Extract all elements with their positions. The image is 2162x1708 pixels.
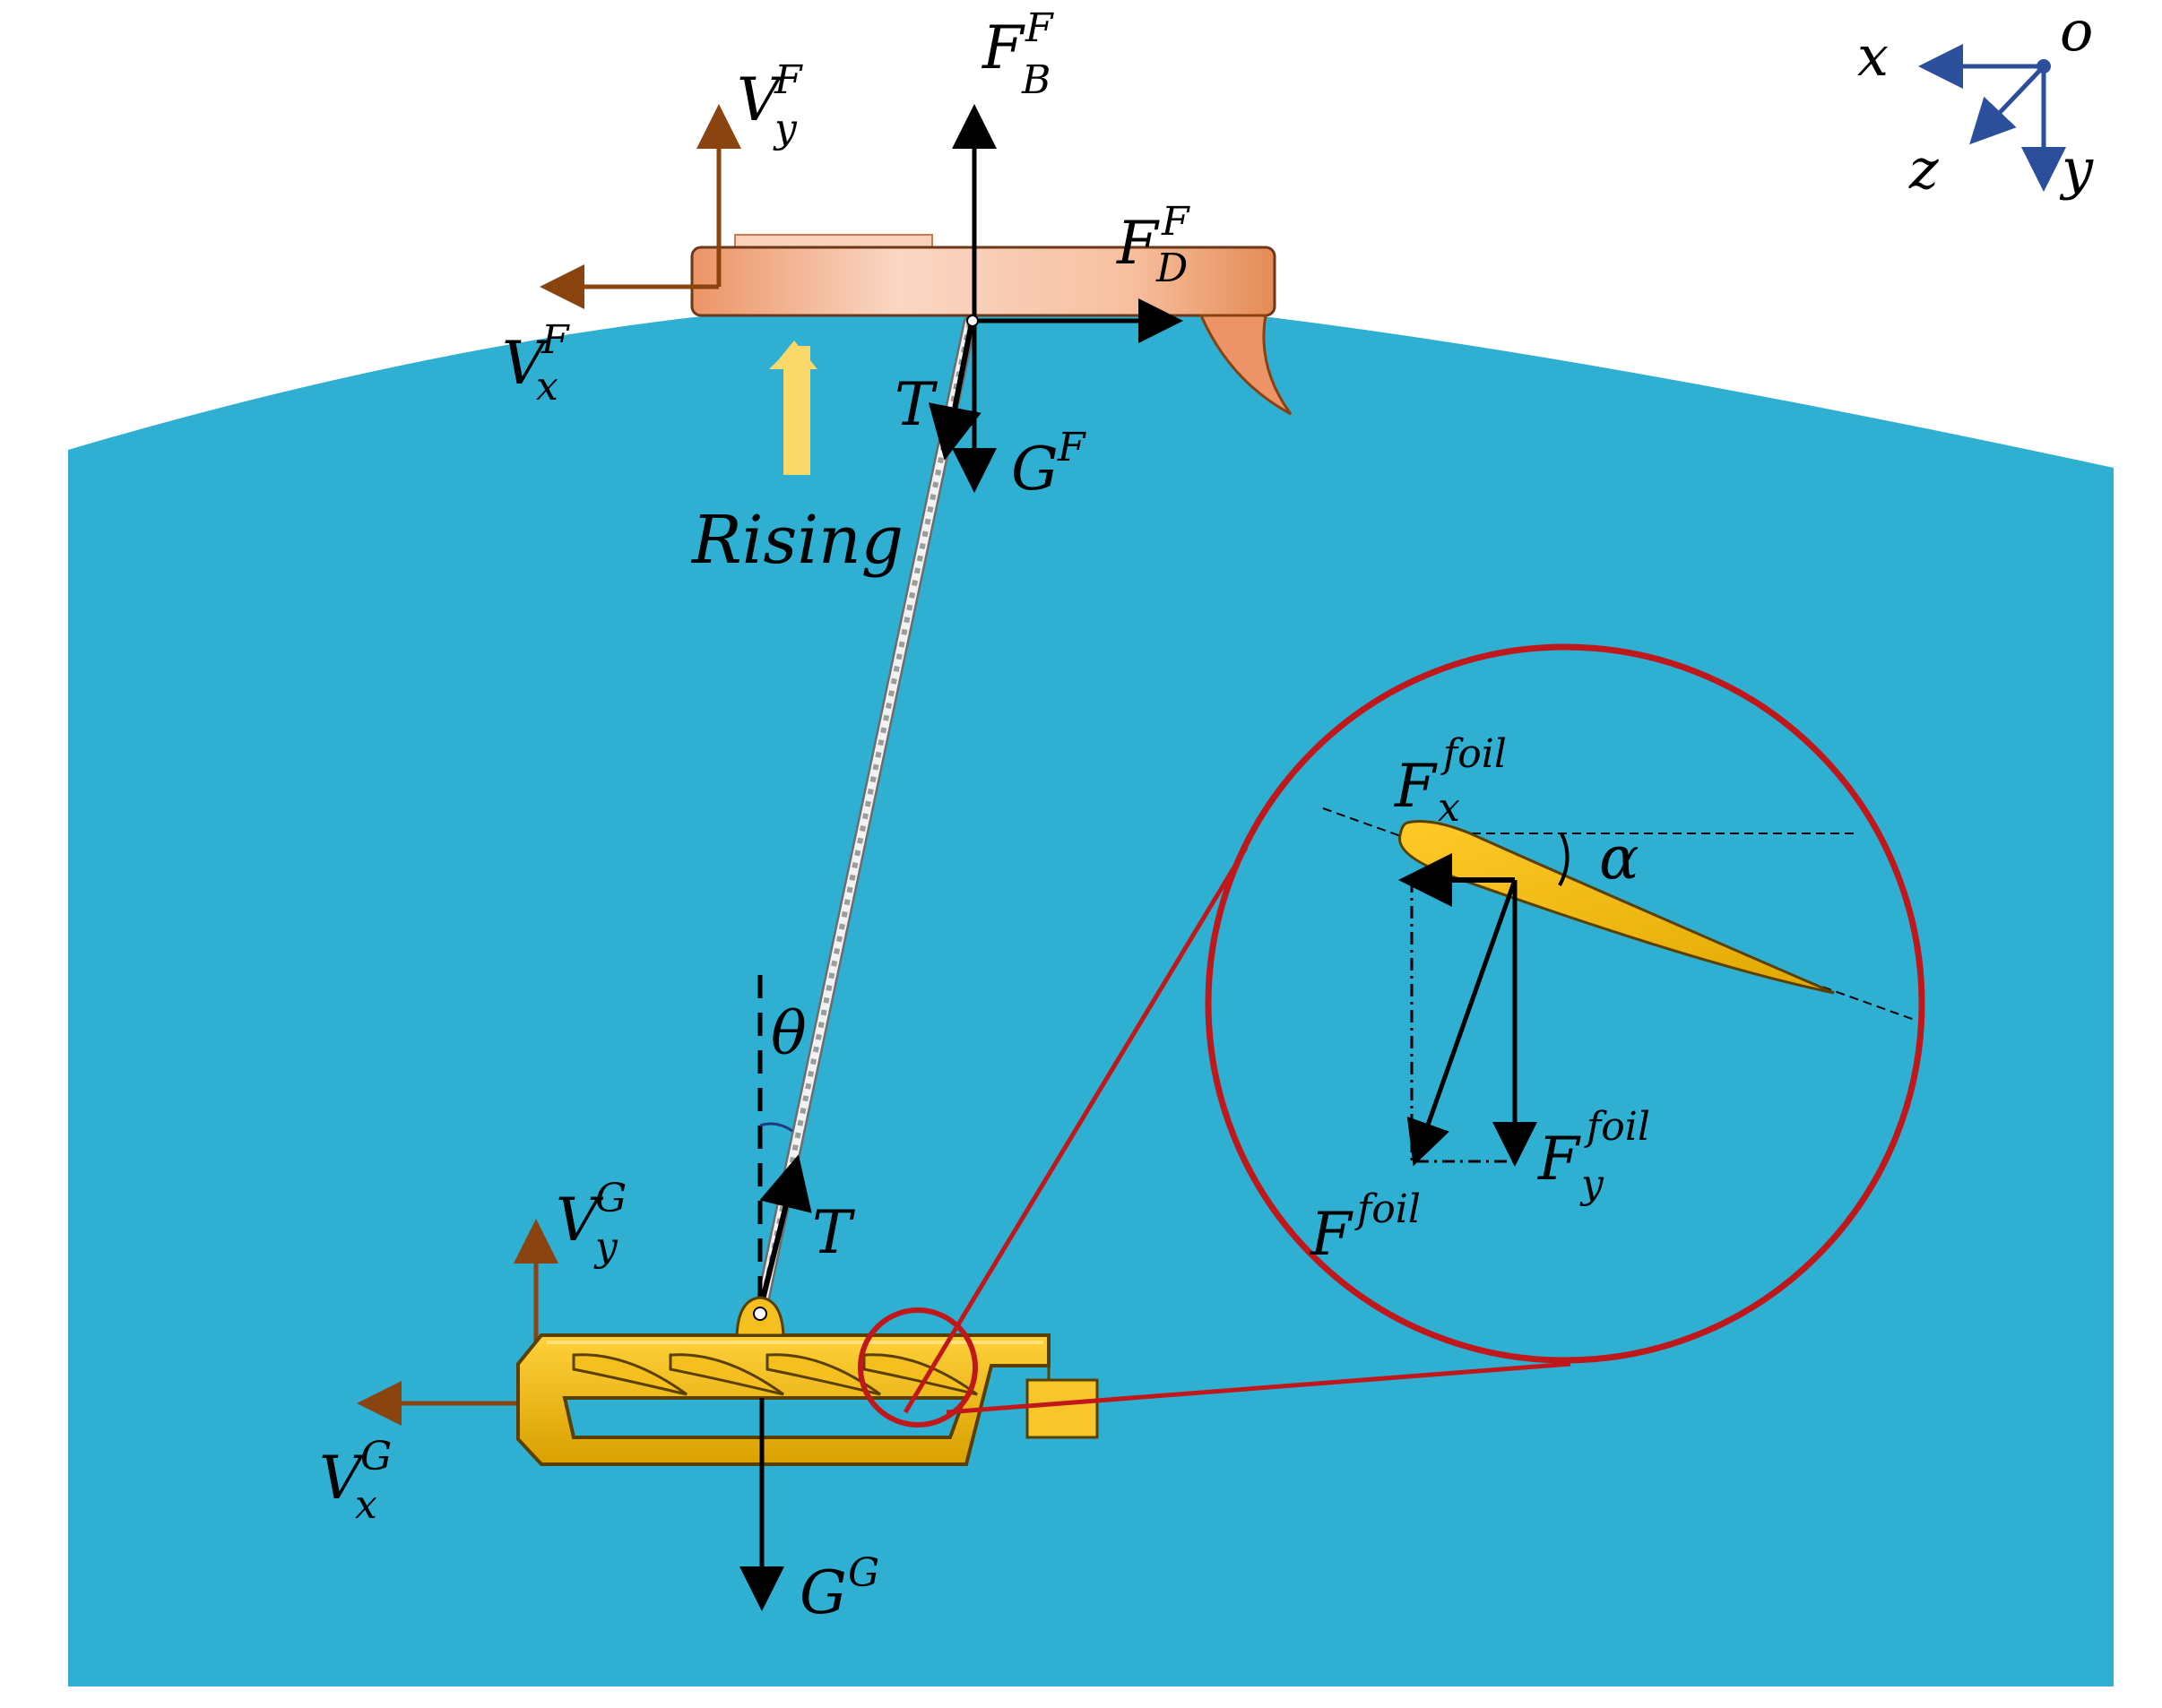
- float-tension-arrow: [928, 322, 982, 461]
- tether-cable: [753, 315, 977, 1321]
- axes-origin-dot: [2037, 59, 2051, 73]
- axis-label-origin: o: [2060, 0, 2093, 64]
- rising-arrow: [769, 341, 817, 475]
- label-t-float: T: [895, 370, 938, 439]
- zoomed-foil: [1322, 807, 1916, 1167]
- float-tether-joint: [966, 315, 979, 327]
- foil-zoom-small-circle: [858, 1307, 978, 1428]
- glider-body: [516, 1296, 1099, 1466]
- glider-wing-2: [669, 1353, 784, 1396]
- axis-label-x: x: [1857, 23, 1889, 89]
- foil-zoom-large-circle: [1205, 643, 1925, 1364]
- float-rudder: [1198, 314, 1293, 416]
- label-fd-float: F F D: [1116, 199, 1194, 291]
- label-fx-foil: F foil x: [1394, 731, 1511, 831]
- glider-wing-1: [572, 1353, 688, 1396]
- float-hull: [690, 234, 1293, 416]
- label-t-glider: T: [812, 1198, 856, 1267]
- label-g-glider: G G: [800, 1550, 879, 1627]
- glider-pod: [1025, 1378, 1099, 1439]
- foil-resultant-arrow: [1406, 879, 1518, 1167]
- label-vy-glider: V G y: [556, 1176, 631, 1270]
- glider-wing-3: [765, 1353, 881, 1396]
- label-vy-float: V F y: [737, 57, 807, 151]
- glider-wing-4: [862, 1353, 978, 1396]
- axis-label-z: z: [1908, 136, 1939, 202]
- label-vx-glider: V G x: [319, 1434, 396, 1528]
- alpha-arc: [1558, 832, 1570, 886]
- label-theta: θ: [771, 999, 807, 1068]
- label-f-foil: F foil: [1310, 1186, 1421, 1269]
- foil-airfoil: [1398, 820, 1835, 995]
- z-axis-arrow: [1969, 65, 2045, 145]
- label-alpha: α: [1599, 824, 1639, 893]
- label-rising: Rising: [690, 502, 904, 579]
- label-fy-foil: F foil y: [1537, 1104, 1655, 1207]
- theta-arc: [759, 1122, 793, 1133]
- label-vx-float: V F x: [502, 317, 574, 410]
- coordinate-axes: o x y z: [1857, 0, 2094, 202]
- axis-label-y: y: [2059, 136, 2094, 202]
- foil-zoom-callout: [858, 643, 1925, 1428]
- label-fb-float: F F B: [982, 5, 1058, 103]
- glider-tension-arrow: [759, 1154, 812, 1304]
- label-g-float: G F: [1011, 425, 1086, 504]
